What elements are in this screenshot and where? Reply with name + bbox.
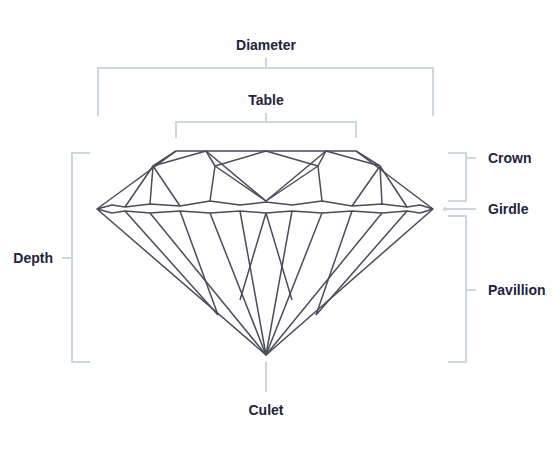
dimension-brackets <box>62 58 476 392</box>
part-label: Depth <box>11 250 55 266</box>
part-label: Diameter <box>234 37 298 53</box>
part-label: Culet <box>247 402 286 418</box>
part-label: Table <box>246 92 286 108</box>
part-label: Pavillion <box>486 282 548 298</box>
part-label: Crown <box>486 150 534 166</box>
part-label: Girdle <box>486 201 530 217</box>
diamond-drawing <box>97 151 433 355</box>
